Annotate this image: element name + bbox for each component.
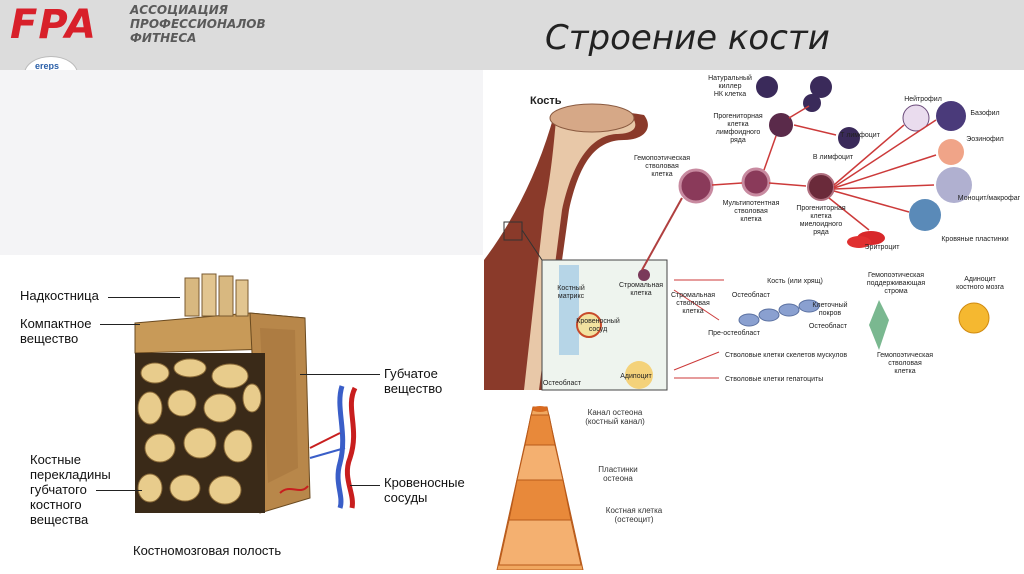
label-preosteoblast: Пре-остеобласт xyxy=(708,330,760,337)
label-compact-1: Компактное xyxy=(20,316,92,331)
label-lymph-prog: Прогениторная клетка лимфоидного ряда xyxy=(713,113,763,144)
association-name: АССОЦИАЦИЯ ПРОФЕССИОНАЛОВ ФИТНЕСА xyxy=(130,3,266,45)
label-vessels-2: сосуды xyxy=(384,490,428,505)
label-myeloid-prog: Прогениторная клетка миелоидного ряда xyxy=(796,205,846,236)
fpa-logo: FPA xyxy=(10,2,97,48)
label-eosinophil: Эозинофил xyxy=(966,136,1004,143)
leader-vessels xyxy=(350,485,380,486)
leader-compact xyxy=(100,324,140,325)
label-marrow-adipocyte: Адиноцит костного мозга xyxy=(956,276,1004,291)
label-nk: Натуральный киллер НК клетка xyxy=(708,75,752,98)
label-bone-matrix: Костный матрикс xyxy=(557,285,585,300)
label-marrow: Костномозговая полость xyxy=(133,543,282,558)
label-periosteum: Надкостница xyxy=(20,288,99,303)
label-hepato-sc: Стволовые клетки гепатоциты xyxy=(725,376,824,383)
leader-trabeculae xyxy=(96,490,142,491)
bone-section-illustration xyxy=(134,273,358,514)
hematopoiesis-illustration xyxy=(484,76,990,391)
label-adipocyte-in: Адипоцит xyxy=(620,373,652,380)
label-trabeculae-4: костного xyxy=(30,497,82,512)
label-mpp: Мультипотентная стволовая клетка xyxy=(722,200,780,223)
label-platelets: Кровяные пластинки xyxy=(941,236,1009,243)
label-osteoblast: Остеобласт xyxy=(731,292,771,299)
label-lining: Клеточный покров xyxy=(812,302,848,317)
osteon-illustration xyxy=(496,406,584,570)
label-vessel: Кровеносный сосуд xyxy=(576,318,620,333)
label-compact-2: вещество xyxy=(20,331,79,346)
label-osteoblast-in: Остеобласт xyxy=(542,380,582,387)
label-osteon-canal: Канал остеона (костный канал) xyxy=(585,408,645,426)
label-stromal-in: Стромальная клетка xyxy=(618,282,664,297)
label-spongy-2: вещество xyxy=(384,381,443,396)
label-trabeculae-5: вещества xyxy=(30,512,89,527)
label-t-lymph: Т лимфоцит xyxy=(840,132,880,139)
label-monocyte: Моноцит/макрофаг xyxy=(957,195,1021,202)
label-b-lymph: В лимфоцит xyxy=(812,154,854,161)
label-basophil: Базофил xyxy=(970,110,1000,117)
label-trabeculae-1: Костные xyxy=(30,452,82,467)
leader-spongy xyxy=(300,374,380,375)
label-bone-cell: Костная клетка (остеоцит) xyxy=(605,506,663,524)
label-trabeculae-2: перекладины xyxy=(30,467,111,482)
ereps-badge-text: ereps xyxy=(35,61,60,71)
label-erythrocyte: Эритроцит xyxy=(864,244,900,251)
left-background xyxy=(0,70,483,255)
label-hsc-support: Гемопоэтическая поддерживающая строма xyxy=(866,272,926,295)
leader-periosteum xyxy=(108,297,180,298)
label-osteon-plates: Пластинки остеона xyxy=(598,465,638,483)
label-bone-lining: Кость (или хрящ) xyxy=(767,278,823,285)
label-trabeculae-3: губчатого xyxy=(30,482,87,497)
label-muscle-sc: Стволовые клетки скелетов мускулов xyxy=(725,352,848,359)
label-hsc2: Гемопоэтическая стволовая клетка xyxy=(876,352,934,375)
label-neutrophil: Нейтрофил xyxy=(904,96,942,103)
slide-header: FPA АССОЦИАЦИЯ ПРОФЕССИОНАЛОВ ФИТНЕСА Ст… xyxy=(0,0,1024,70)
slide-title: Строение кости xyxy=(545,18,830,58)
label-osteocyte: Остеобласт xyxy=(808,323,848,330)
label-bone: Кость xyxy=(530,95,562,107)
label-spongy-1: Губчатое xyxy=(384,366,438,381)
label-vessels-1: Кровеносные xyxy=(384,475,465,490)
label-hsc: Гемопоэтическая стволовая клетка xyxy=(633,155,691,178)
label-stromal-cell: Стромальная стволовая клетка xyxy=(670,292,716,315)
